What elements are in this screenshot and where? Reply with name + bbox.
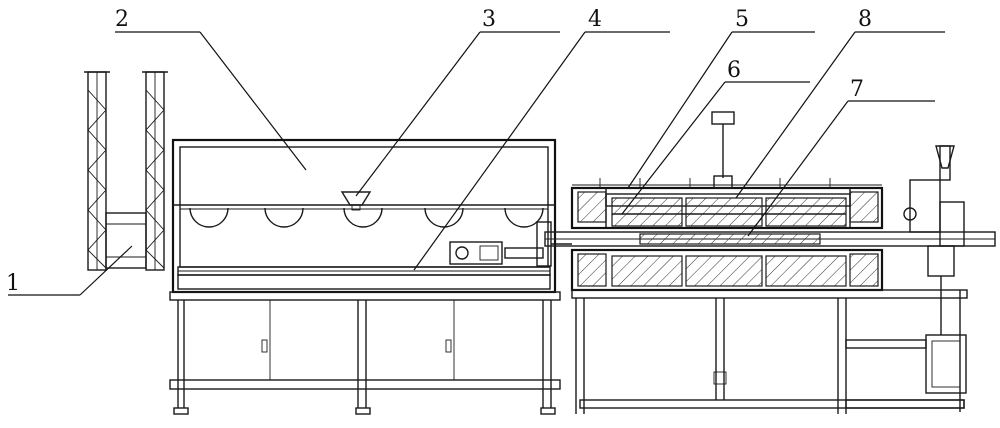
part-4-rail [177,221,572,290]
leader-lines [8,31,945,296]
callout-labels: 1 2 3 4 5 6 7 8 [6,7,872,296]
left-table-frame [169,291,561,415]
furnace-upper-shell [570,178,884,230]
right-table-frame [571,289,968,414]
part-1-bellows [105,212,147,269]
outlet-assembly [903,145,967,412]
part-3-hopper [340,191,372,211]
callout-3: 3 [482,7,496,32]
part-8-heating-block [611,197,847,227]
callout-8: 8 [858,7,872,32]
furnace-lower-shell [570,248,884,292]
callout-7: 7 [850,77,864,102]
callout-2: 2 [115,7,129,32]
glove-ports [189,207,544,228]
part-5-top-lid [711,111,735,189]
part-7-furnace-tube [544,231,996,247]
callout-4: 4 [588,7,602,32]
callout-1: 1 [6,271,20,296]
vertical-supports [84,71,168,271]
part-2-glove-box [171,138,557,294]
callout-5: 5 [735,7,749,32]
callout-6: 6 [727,58,741,83]
